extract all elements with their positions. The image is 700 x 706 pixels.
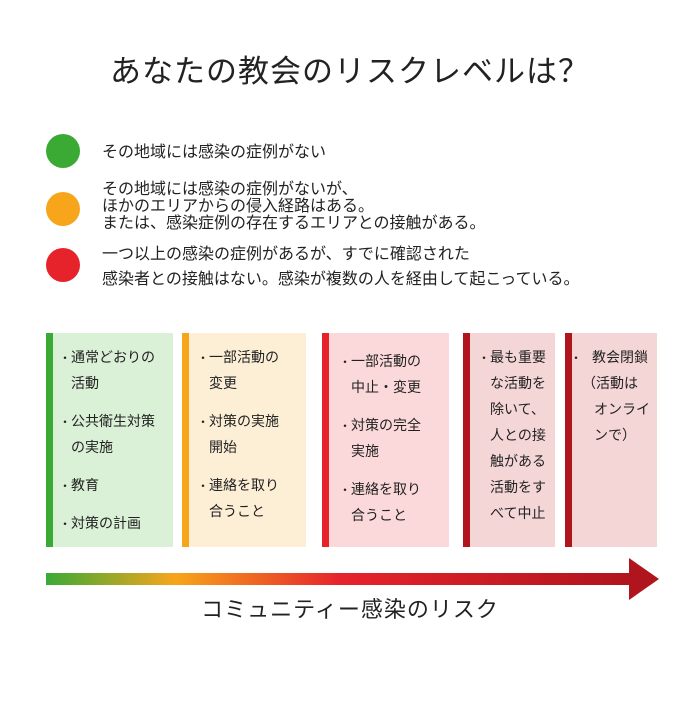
legend-line: ほかのエリアからの侵入経路はある。 — [102, 196, 375, 215]
list-item: 教育 — [59, 473, 173, 499]
legend-line: 一つ以上の感染の症例があるが、すでに確認された — [102, 244, 470, 263]
orange-circle-icon — [46, 192, 80, 226]
legend-line: その地域には感染の症例がないが、 — [102, 179, 358, 198]
legend-item-orange: その地域には感染の症例がないが、 ほかのエリアからの侵入経路はある。 または、感… — [46, 180, 486, 231]
risk-arrow — [46, 556, 662, 608]
green-circle-icon — [46, 134, 80, 168]
legend-text-red: 一つ以上の感染の症例があるが、すでに確認された 感染者との接触はない。感染が複数… — [102, 241, 579, 291]
red-circle-icon — [46, 248, 80, 282]
legend-item-red: 一つ以上の感染の症例があるが、すでに確認された 感染者との接触はない。感染が複数… — [46, 244, 579, 291]
gradient-arrow-icon — [46, 558, 659, 600]
legend-text-orange: その地域には感染の症例がないが、 ほかのエリアからの侵入経路はある。 または、感… — [102, 180, 486, 231]
legend-line: または、感染症例の存在するエリアとの接触がある。 — [102, 213, 486, 232]
risk-axis-label: コミュニティー感染のリスク — [201, 598, 499, 623]
legend-text-green: その地域には感染の症例がない — [102, 134, 326, 160]
page-title: あなたの教会のリスクレベルは？ — [110, 54, 590, 90]
list-item: 対策の計画 — [59, 511, 173, 537]
legend-line: 感染者との接触はない。感染が複数の人を経由して起こっている。 — [102, 269, 580, 288]
legend-item-green: その地域には感染の症例がない — [46, 134, 326, 168]
legend-line: その地域には感染の症例がない — [102, 142, 327, 161]
